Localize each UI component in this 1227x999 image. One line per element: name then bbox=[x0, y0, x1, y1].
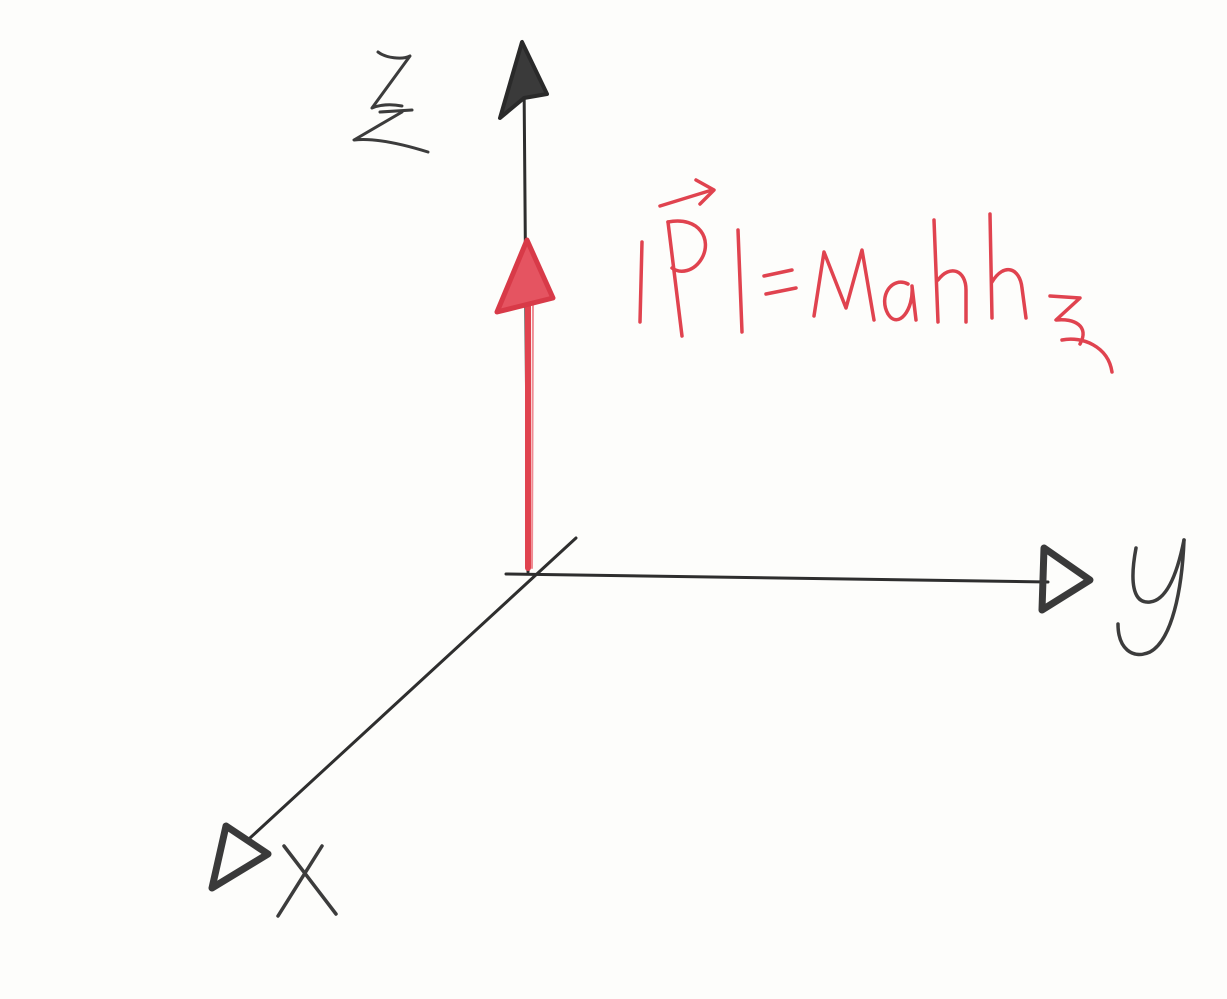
x-axis-arrowhead bbox=[208, 822, 272, 892]
x-label-glyph bbox=[276, 844, 338, 918]
y-axis-arrowhead bbox=[1038, 544, 1094, 614]
z-axis-arrowhead bbox=[498, 40, 549, 120]
y-label-glyph bbox=[1116, 538, 1186, 657]
x-axis bbox=[208, 536, 578, 892]
vector-p-arrowhead bbox=[494, 237, 556, 315]
vector-p bbox=[494, 237, 556, 571]
y-axis bbox=[504, 544, 1094, 614]
vector-equation-glyph bbox=[638, 178, 1114, 374]
z-label-glyph bbox=[352, 50, 430, 154]
